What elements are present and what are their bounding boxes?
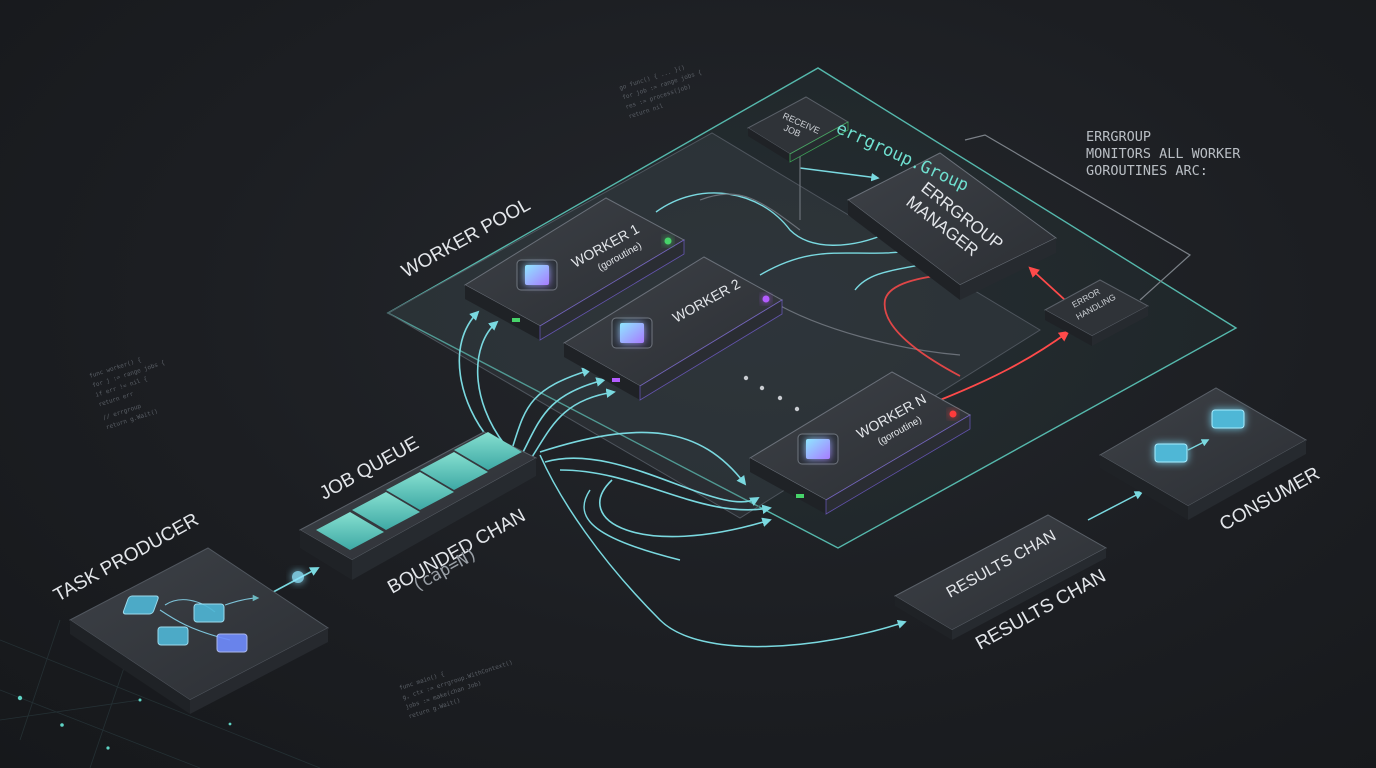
status-dot-purple (762, 295, 770, 303)
port-led (512, 318, 520, 322)
results-chan-node (893, 514, 1108, 640)
job-queue-node (298, 431, 538, 580)
worker-1-node[interactable] (464, 197, 686, 341)
sparkle-glow (292, 571, 304, 583)
errgroup-note-line-1: ERRGROUP (1086, 129, 1151, 145)
consumer-node (1099, 387, 1308, 520)
consumer-chip-icons (1154, 409, 1245, 463)
flow-lines-results (539, 454, 1144, 648)
ellipsis-dots (743, 375, 800, 412)
errgroup-note-line-3: GOROUTINES ARC: (1086, 163, 1208, 179)
background-grid (0, 619, 321, 768)
cpu-chip-icon (611, 317, 653, 349)
receive-job-node (746, 96, 850, 163)
errgroup-manager-node[interactable] (847, 152, 1057, 300)
code-snippet-top: go func() { ... }() for job := range job… (618, 64, 702, 120)
worker-n-node[interactable] (749, 371, 972, 515)
flow-lines-queue-to-workers (458, 310, 772, 538)
errgroup-note: ERRGROUP MONITORS ALL WORKER GOROUTINES … (1086, 129, 1241, 179)
port-led (796, 494, 804, 498)
cpu-chip-icon (797, 433, 839, 465)
flow-lines-pool-to-manager-grey (699, 155, 961, 356)
cpu-chip-icon (516, 259, 558, 291)
note-connector (964, 134, 1192, 301)
queue-slots (316, 432, 522, 550)
worker-2-node[interactable] (563, 256, 783, 401)
status-dot-green (664, 237, 672, 245)
error-handling-node (1043, 279, 1150, 346)
errgroup-outline (386, 67, 1238, 549)
status-dot-red (949, 410, 957, 418)
task-producer-node (69, 547, 329, 714)
port-led (612, 378, 620, 382)
constellation-dots (17, 695, 232, 750)
task-chip-icon (122, 595, 248, 653)
errgroup-note-line-2: MONITORS ALL WORKER (1086, 146, 1241, 162)
code-snippet-bottom: func main() { g, ctx := errgroup.WithCon… (398, 659, 513, 720)
code-snippet-left: func worker() { for j := range jobs { if… (88, 356, 165, 431)
